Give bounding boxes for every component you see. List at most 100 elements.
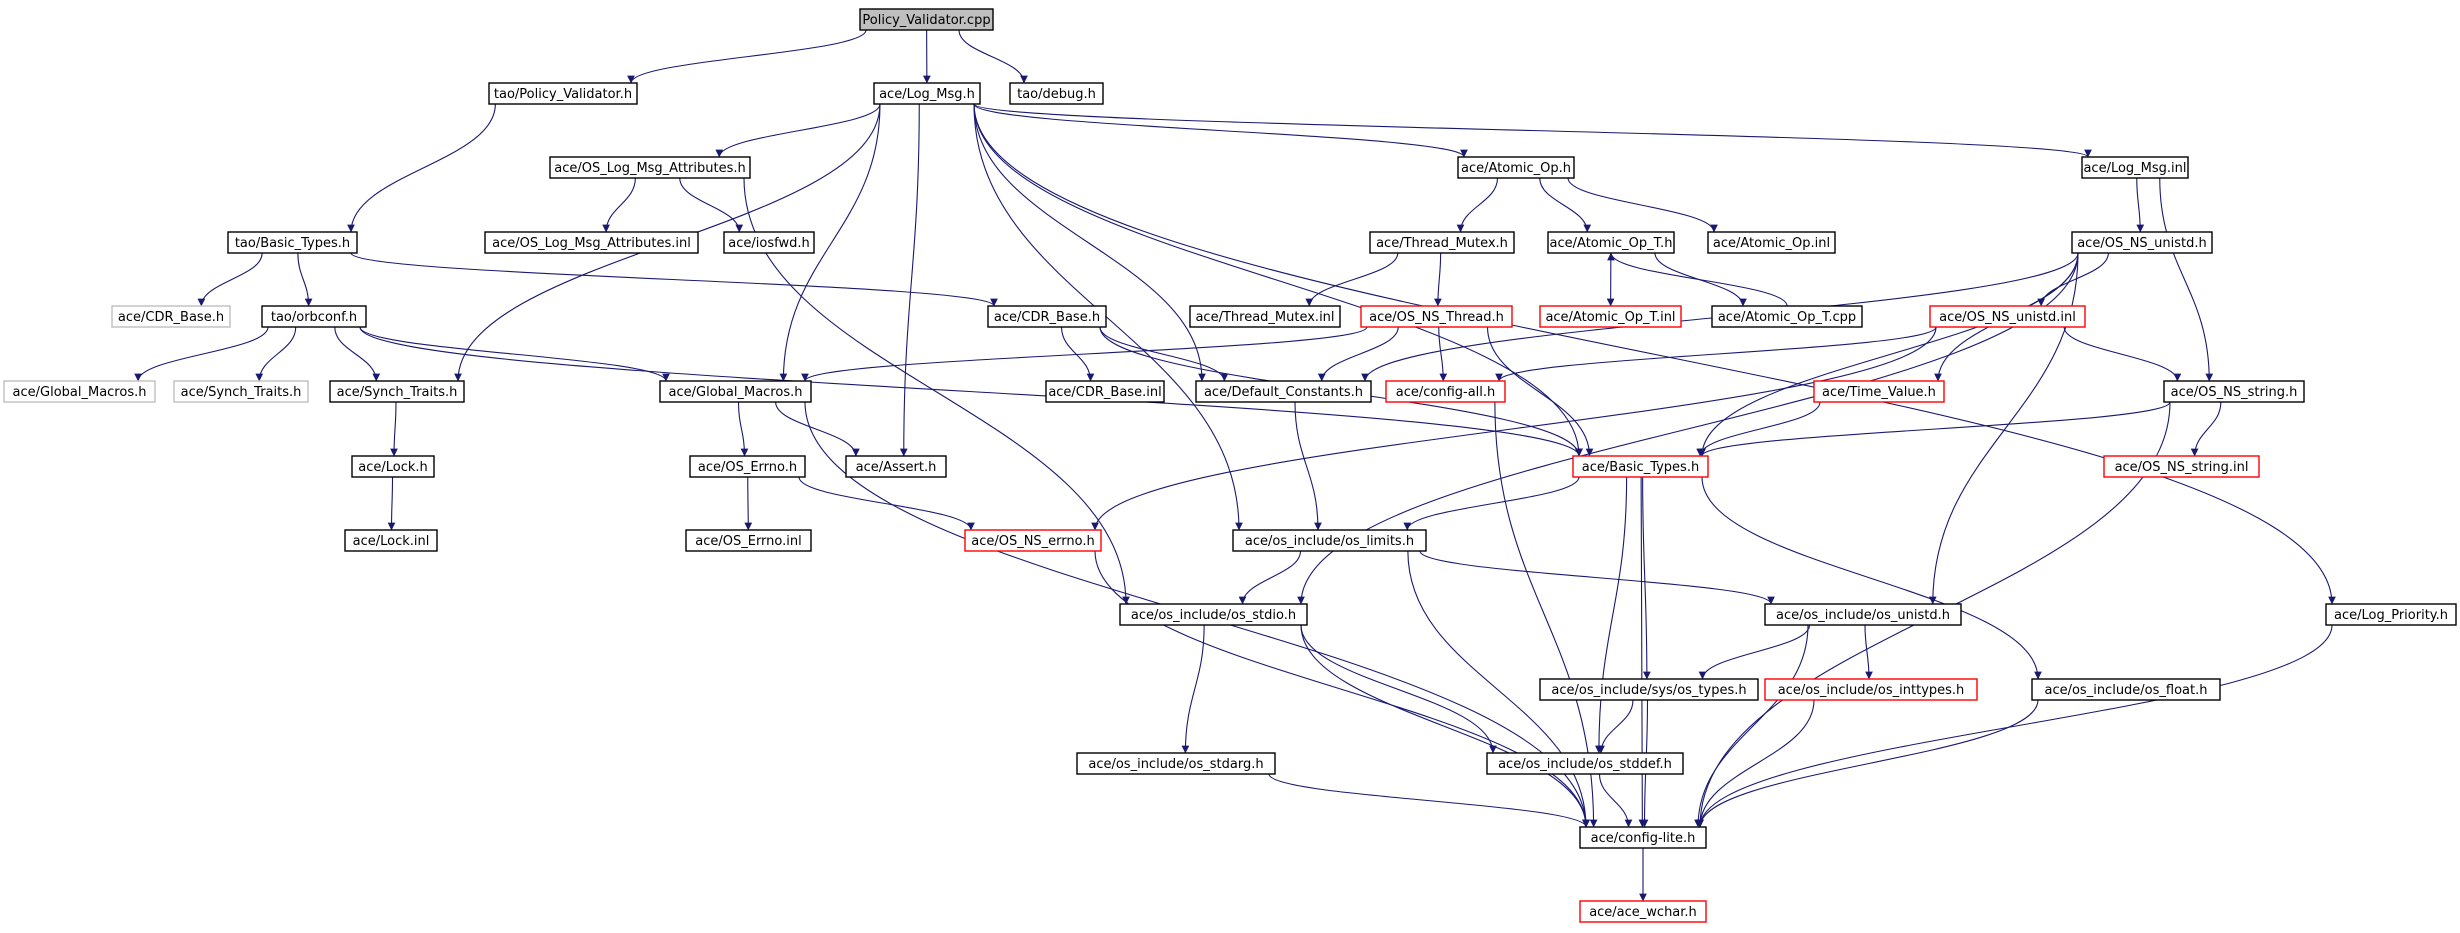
node-box: [2163, 380, 2305, 403]
node-tao-orbconf-h[interactable]: tao/orbconf.h: [261, 305, 367, 328]
node-ace-log-priority-h[interactable]: ace/Log_Priority.h: [2325, 603, 2457, 626]
node-ace-os-include-os-stdio-h[interactable]: ace/os_include/os_stdio.h: [1119, 603, 1308, 626]
node-ace-os-ns-unistd-inl[interactable]: ace/OS_NS_unistd.inl: [1929, 305, 2086, 328]
node-label: ace/ace_wchar.h: [1589, 905, 1697, 920]
node-ace-os-ns-unistd-h[interactable]: ace/OS_NS_unistd.h: [2071, 231, 2213, 254]
node-ace-os-errno-h[interactable]: ace/OS_Errno.h: [689, 455, 806, 478]
node-ace-thread-mutex-h[interactable]: ace/Thread_Mutex.h: [1369, 231, 1515, 254]
node-ace-config-lite-h[interactable]: ace/config-lite.h: [1579, 826, 1707, 849]
node-ace-os-include-os-stddef-h[interactable]: ace/os_include/os_stddef.h: [1486, 752, 1684, 775]
node-ace-cdr-base-h[interactable]: ace/CDR_Base.h: [987, 305, 1107, 328]
node-box: [111, 305, 231, 328]
node-ace-cdr-base-h-ext[interactable]: ace/CDR_Base.h: [111, 305, 231, 328]
node-box: [2031, 678, 2221, 701]
node-label: ace/os_include/os_stddef.h: [1498, 757, 1672, 772]
edge-ace_thread_mutex_h-to-ace_os_ns_thread_h: [1434, 252, 1442, 307]
node-box: [1486, 752, 1684, 775]
node-box: [685, 529, 812, 552]
edge-ace_os_include_os_stddef_h-to-ace_config_lite_h: [1598, 773, 1633, 828]
node-ace-os-include-os-inttypes-h[interactable]: ace/os_include/os_inttypes.h: [1764, 678, 1978, 701]
node-ace-lock-h[interactable]: ace/Lock.h: [351, 455, 435, 478]
node-ace-synch-traits-h[interactable]: ace/Synch_Traits.h: [329, 380, 465, 403]
node-ace-os-log-msg-attributes-inl[interactable]: ace/OS_Log_Msg_Attributes.inl: [484, 231, 699, 254]
node-ace-log-msg-h[interactable]: ace/Log_Msg.h: [873, 82, 981, 105]
edge-arrow: [973, 103, 1468, 158]
edge-tao_orbconf_h-to-ace_global_macros_h: [359, 326, 670, 382]
node-ace-cdr-base-inl[interactable]: ace/CDR_Base.inl: [1045, 380, 1165, 403]
edge-arrow: [779, 103, 881, 382]
node-ace-os-ns-string-h[interactable]: ace/OS_NS_string.h: [2163, 380, 2305, 403]
edge-ace_log_msg_h-to-ace_global_macros_h: [779, 103, 881, 382]
edge-ace_os_ns_thread_h-to-ace_config_all_h: [1438, 326, 1448, 382]
node-ace-atomic-op-t-cpp[interactable]: ace/Atomic_Op_T.cpp: [1711, 305, 1863, 328]
edge-ace_os_ns_errno_h-to-ace_config_lite_h: [1094, 550, 1590, 828]
node-ace-os-log-msg-attributes-h[interactable]: ace/OS_Log_Msg_Attributes.h: [549, 156, 751, 179]
node-box: [1045, 380, 1165, 403]
edge-ace_atomic_op_t_cpp-to-ace_atomic_op_t_h: [1607, 252, 1788, 307]
node-label: ace/Lock.inl: [353, 534, 430, 549]
edge-arrow: [1486, 326, 1594, 457]
node-ace-os-errno-inl[interactable]: ace/OS_Errno.inl: [685, 529, 812, 552]
node-label: ace/Log_Msg.inl: [2083, 161, 2186, 176]
node-ace-atomic-op-inl[interactable]: ace/Atomic_Op.inl: [1707, 231, 1836, 254]
node-ace-config-all-h[interactable]: ace/config-all.h: [1385, 380, 1506, 403]
node-ace-atomic-op-t-inl[interactable]: ace/Atomic_Op_T.inl: [1539, 305, 1682, 328]
node-ace-ace-wchar-h[interactable]: ace/ace_wchar.h: [1579, 900, 1707, 923]
edge-arrow: [1456, 177, 1499, 233]
edge-ace_os_include_os_limits_h-to-ace_config_lite_h: [1407, 550, 1590, 828]
node-tao-debug-h[interactable]: tao/debug.h: [1009, 82, 1104, 105]
node-box: [873, 82, 981, 105]
node-ace-os-ns-string-inl[interactable]: ace/OS_NS_string.inl: [2103, 455, 2260, 478]
node-tao-basic-types-h[interactable]: tao/Basic_Types.h: [227, 231, 358, 254]
node-ace-os-include-os-stdarg-h[interactable]: ace/os_include/os_stdarg.h: [1076, 752, 1276, 775]
node-box: [1572, 455, 1709, 478]
node-ace-assert-h[interactable]: ace/Assert.h: [845, 455, 947, 478]
node-label: ace/OS_Log_Msg_Attributes.h: [554, 161, 745, 176]
node-ace-basic-types-h[interactable]: ace/Basic_Types.h: [1572, 455, 1709, 478]
node-label: ace/Atomic_Op_T.inl: [1545, 310, 1675, 325]
edge-arrow: [1094, 550, 1590, 828]
edge-ace_os_ns_thread_h-to-ace_basic_types_h: [1486, 326, 1594, 457]
node-ace-default-constants-h[interactable]: ace/Default_Constants.h: [1195, 380, 1372, 403]
edge-ace_default_constants_h-to-ace_os_include_os_limits_h: [1294, 401, 1322, 531]
node-ace-global-macros-h-ext[interactable]: ace/Global_Macros.h: [3, 380, 156, 403]
node-ace-iosfwd-h[interactable]: ace/iosfwd.h: [723, 231, 815, 254]
node-box: [845, 455, 947, 478]
edge-ace_time_value_h-to-ace_basic_types_h: [1696, 401, 1821, 457]
edge-arrow: [1317, 326, 1399, 382]
node-ace-os-ns-thread-h[interactable]: ace/OS_NS_Thread.h: [1360, 305, 1513, 328]
edge-ace_os_include_os_inttypes_h-to-ace_config_lite_h: [1696, 699, 1815, 828]
node-tao-policy-validator-h[interactable]: tao/Policy_Validator.h: [488, 82, 638, 105]
node-ace-time-value-h[interactable]: ace/Time_Value.h: [1813, 380, 1945, 403]
edge-ace_os_ns_unistd_inl-to-ace_config_all_h: [1495, 326, 1937, 382]
edge-arrow: [1539, 177, 1592, 233]
node-ace-global-macros-h[interactable]: ace/Global_Macros.h: [659, 380, 812, 403]
node-ace-os-include-os-unistd-h[interactable]: ace/os_include/os_unistd.h: [1764, 603, 1962, 626]
node-ace-thread-mutex-inl[interactable]: ace/Thread_Mutex.inl: [1189, 305, 1341, 328]
edge-ace_os_include_os_stdio_h-to-ace_config_lite_h: [1300, 624, 1590, 828]
node-ace-os-include-os-limits-h[interactable]: ace/os_include/os_limits.h: [1232, 529, 1427, 552]
edge-tao_basic_types_h-to-ace_cdr_base_h_ext: [197, 252, 263, 307]
node-box: [689, 455, 806, 478]
edge-ace_atomic_op_h-to-ace_atomic_op_inl: [1567, 177, 1718, 233]
edge-arrow: [334, 326, 381, 382]
node-ace-atomic-op-t-h[interactable]: ace/Atomic_Op_T.h: [1547, 231, 1675, 254]
edge-ace_os_include_os_limits_h-to-ace_os_include_os_stdio_h: [1238, 550, 1302, 605]
node-label: tao/Basic_Types.h: [235, 236, 350, 251]
edge-arrow: [1238, 550, 1302, 605]
node-ace-os-ns-errno-h[interactable]: ace/OS_NS_errno.h: [964, 529, 1102, 552]
node-ace-os-include-sys-os-types-h[interactable]: ace/os_include/sys/os_types.h: [1539, 678, 1759, 701]
node-label: ace/os_include/os_float.h: [2044, 683, 2207, 698]
node-box: [1707, 231, 1836, 254]
node-label: ace/OS_NS_string.h: [2171, 385, 2298, 400]
node-label: ace/OS_NS_unistd.h: [2077, 236, 2207, 251]
edge-tao_basic_types_h-to-ace_cdr_base_h: [350, 252, 998, 307]
node-label: ace/Log_Msg.h: [879, 87, 975, 102]
node-ace-lock-inl[interactable]: ace/Lock.inl: [344, 529, 438, 552]
node-ace-atomic-op-h[interactable]: ace/Atomic_Op.h: [1457, 156, 1575, 179]
node-ace-os-include-os-float-h[interactable]: ace/os_include/os_float.h: [2031, 678, 2221, 701]
node-ace-synch-traits-h-ext[interactable]: ace/Synch_Traits.h: [173, 380, 309, 403]
node-ace-log-msg-inl[interactable]: ace/Log_Msg.inl: [2081, 156, 2189, 179]
node-label: tao/debug.h: [1017, 87, 1096, 102]
node-label: ace/OS_Log_Msg_Attributes.inl: [492, 236, 691, 251]
